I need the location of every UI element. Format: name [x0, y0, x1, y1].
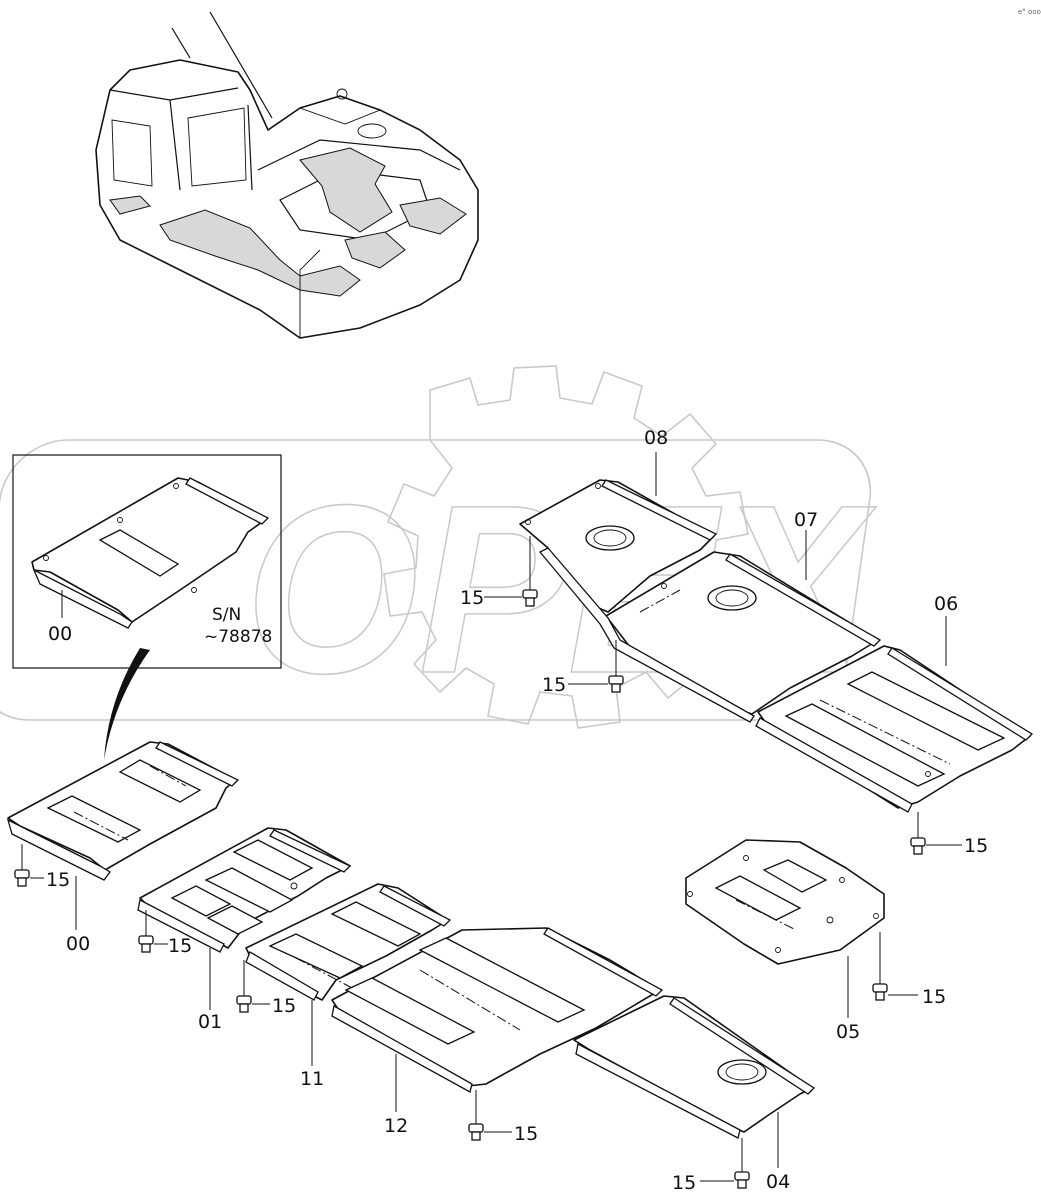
inset-serial-prefix: S/N [212, 605, 241, 625]
bolt-15-i: 15 [672, 1138, 750, 1194]
part-05-label: 05 [836, 1021, 860, 1043]
excavator-overview [95, 11, 479, 339]
inset-panel: 00 S/N ~78878 [12, 454, 282, 669]
part-01: 01 [137, 827, 352, 1033]
watermark-banner [0, 439, 872, 721]
bolt-15-g: 15 [468, 1090, 538, 1145]
part-05: 05 [685, 839, 885, 1043]
bolt-15-f: 15 [236, 960, 296, 1017]
bolt-15-i-label: 15 [672, 1172, 696, 1194]
part-12: 12 [331, 927, 664, 1137]
part-06: 06 [755, 593, 1034, 813]
part-01-label: 01 [198, 1011, 222, 1033]
part-07: 07 [538, 509, 882, 723]
part-12-label: 12 [384, 1115, 408, 1137]
inset-part-00-label: 00 [48, 623, 72, 645]
bolt-15-d: 15 [14, 869, 70, 891]
part-00: 00 [6, 741, 240, 955]
part-11: 11 [245, 883, 452, 1090]
bolt-15-c-label: 15 [964, 835, 988, 857]
bolt-15-h: 15 [872, 932, 946, 1008]
bolt-15-f-label: 15 [272, 995, 296, 1017]
bolt-15-g-label: 15 [514, 1123, 538, 1145]
part-00-label: 00 [66, 933, 90, 955]
part-07-label: 07 [794, 509, 818, 531]
inset-callout-arrow [104, 648, 150, 760]
bolt-15-e-label: 15 [168, 935, 192, 957]
bolt-15-d-label: 15 [46, 869, 70, 891]
part-04: 04 [573, 995, 816, 1193]
inset-frame [12, 454, 282, 669]
bolt-15-b: 15 [542, 640, 624, 696]
bolt-15-a-label: 15 [460, 587, 484, 609]
inset-serial-range: ~78878 [204, 627, 272, 647]
bolts: 15 15 15 15 15 [14, 536, 988, 1194]
part-08-label: 08 [644, 427, 668, 449]
bolt-15-e: 15 [138, 910, 192, 957]
bolt-15-h-label: 15 [922, 986, 946, 1008]
bolt-15-c: 15 [910, 812, 988, 857]
bolt-15-a: 15 [460, 536, 538, 609]
corner-mark: e° ooo [1018, 8, 1041, 16]
part-04-label: 04 [766, 1171, 790, 1193]
part-11-label: 11 [300, 1068, 324, 1090]
part-06-label: 06 [934, 593, 958, 615]
bolt-15-b-label: 15 [542, 674, 566, 696]
